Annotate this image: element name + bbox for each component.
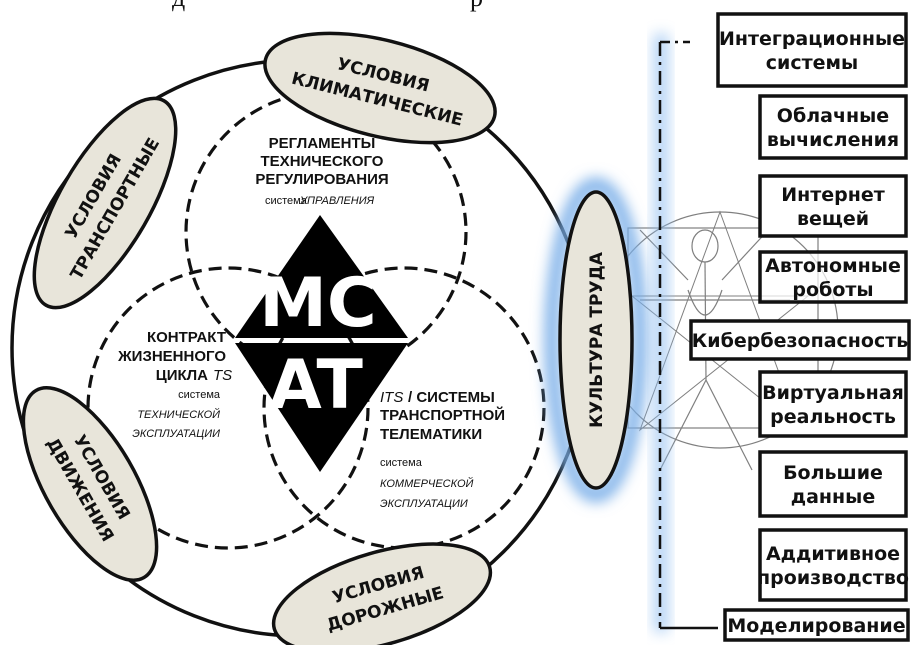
its-system-word: система bbox=[380, 457, 423, 469]
its-system-name-1: КОММЕРЧЕСКОЙ bbox=[380, 477, 474, 490]
tech-box-label: Большие bbox=[783, 462, 883, 484]
tech-box-label: Интернет bbox=[781, 184, 885, 206]
contract-system-name-2: ЭКСПЛУАТАЦИИ bbox=[132, 428, 220, 440]
circle-its bbox=[262, 266, 546, 550]
contract-text: КОНТРАКТ ЖИЗНЕННОГО ЦИКЛА TS система ТЕХ… bbox=[117, 329, 232, 440]
core-label-at: AT bbox=[269, 346, 363, 425]
tech-box-label: Автономные bbox=[765, 255, 901, 277]
its-line-1-its: ITS bbox=[380, 389, 403, 406]
ellipse-culture: КУЛЬТУРА ТРУДА bbox=[558, 190, 634, 490]
contract-line-2: ЖИЗНЕННОГО bbox=[117, 348, 226, 365]
top-caption-fragment-2: р bbox=[470, 0, 483, 12]
ellipse-road: УСЛОВИЯ ДОРОЖНЫЕ bbox=[271, 542, 493, 645]
tech-box-label: реальность bbox=[770, 406, 896, 428]
tech-box-label: Аддитивное bbox=[766, 543, 900, 565]
regulations-system-word: система bbox=[265, 195, 308, 207]
contract-line-3: ЦИКЛА bbox=[156, 367, 208, 384]
technology-list: ИнтеграционныесистемыОблачныевычисленияИ… bbox=[689, 12, 911, 642]
regulations-line-1: РЕГЛАМЕНТЫ bbox=[269, 135, 376, 152]
its-line-1: / СИСТЕМЫ bbox=[408, 389, 495, 406]
culture-label: КУЛЬТУРА ТРУДА bbox=[587, 251, 607, 428]
contract-system-word: система bbox=[178, 389, 221, 401]
its-text: ITS / СИСТЕМЫ ТРАНСПОРТНОЙ ТЕЛЕМАТИКИ си… bbox=[380, 389, 505, 510]
core-diamond: MC AT bbox=[235, 215, 408, 472]
tech-box: Моделирование bbox=[723, 608, 910, 642]
regulations-line-2: ТЕХНИЧЕСКОГО bbox=[261, 153, 384, 170]
top-caption-fragment: д bbox=[172, 0, 185, 12]
tech-box-label: данные bbox=[791, 486, 876, 508]
core-label-mc: MC bbox=[259, 264, 377, 343]
regulations-text: РЕГЛАМЕНТЫ ТЕХНИЧЕСКОГО РЕГУЛИРОВАНИЯ си… bbox=[255, 135, 388, 207]
circle-regulations bbox=[184, 90, 468, 374]
contract-line-3-ts: TS bbox=[213, 367, 232, 384]
tech-box-label: Виртуальная bbox=[762, 382, 904, 404]
its-line-2: ТРАНСПОРТНОЙ bbox=[380, 406, 505, 424]
tech-box-label: Интеграционные bbox=[719, 28, 905, 50]
ellipse-motion: УСЛОВИЯ ДВИЖЕНИЯ bbox=[21, 386, 159, 582]
tech-box-label: вычисления bbox=[767, 129, 899, 151]
tech-box-label: Кибербезопасность bbox=[692, 330, 909, 352]
tech-box-label: роботы bbox=[792, 279, 873, 301]
contract-system-name-1: ТЕХНИЧЕСКОЙ bbox=[137, 408, 220, 421]
contract-line-1: КОНТРАКТ bbox=[147, 329, 226, 346]
culture-glow bbox=[545, 178, 647, 502]
regulations-line-3: РЕГУЛИРОВАНИЯ bbox=[255, 171, 388, 188]
tech-box-label: вещей bbox=[797, 208, 869, 230]
its-line-3: ТЕЛЕМАТИКИ bbox=[380, 426, 482, 443]
circle-contract bbox=[86, 266, 370, 550]
tech-box-label: Моделирование bbox=[727, 615, 905, 637]
ellipse-transport: УСЛОВИЯ ТРАНСПОРТНЫЕ bbox=[32, 96, 178, 310]
tech-box: Кибербезопасность bbox=[689, 319, 911, 361]
regulations-system-name: УПРАВЛЕНИЯ bbox=[299, 195, 375, 207]
tech-box-label: Облачные bbox=[777, 105, 889, 127]
ellipse-climatic: УСЛОВИЯ КЛИМАТИЧЕСКИЕ bbox=[263, 31, 497, 145]
tech-box-label: системы bbox=[766, 52, 858, 74]
tech-bracket bbox=[658, 40, 718, 630]
its-system-name-2: ЭКСПЛУАТАЦИИ bbox=[380, 498, 468, 510]
tech-box-label: производство bbox=[757, 567, 909, 589]
